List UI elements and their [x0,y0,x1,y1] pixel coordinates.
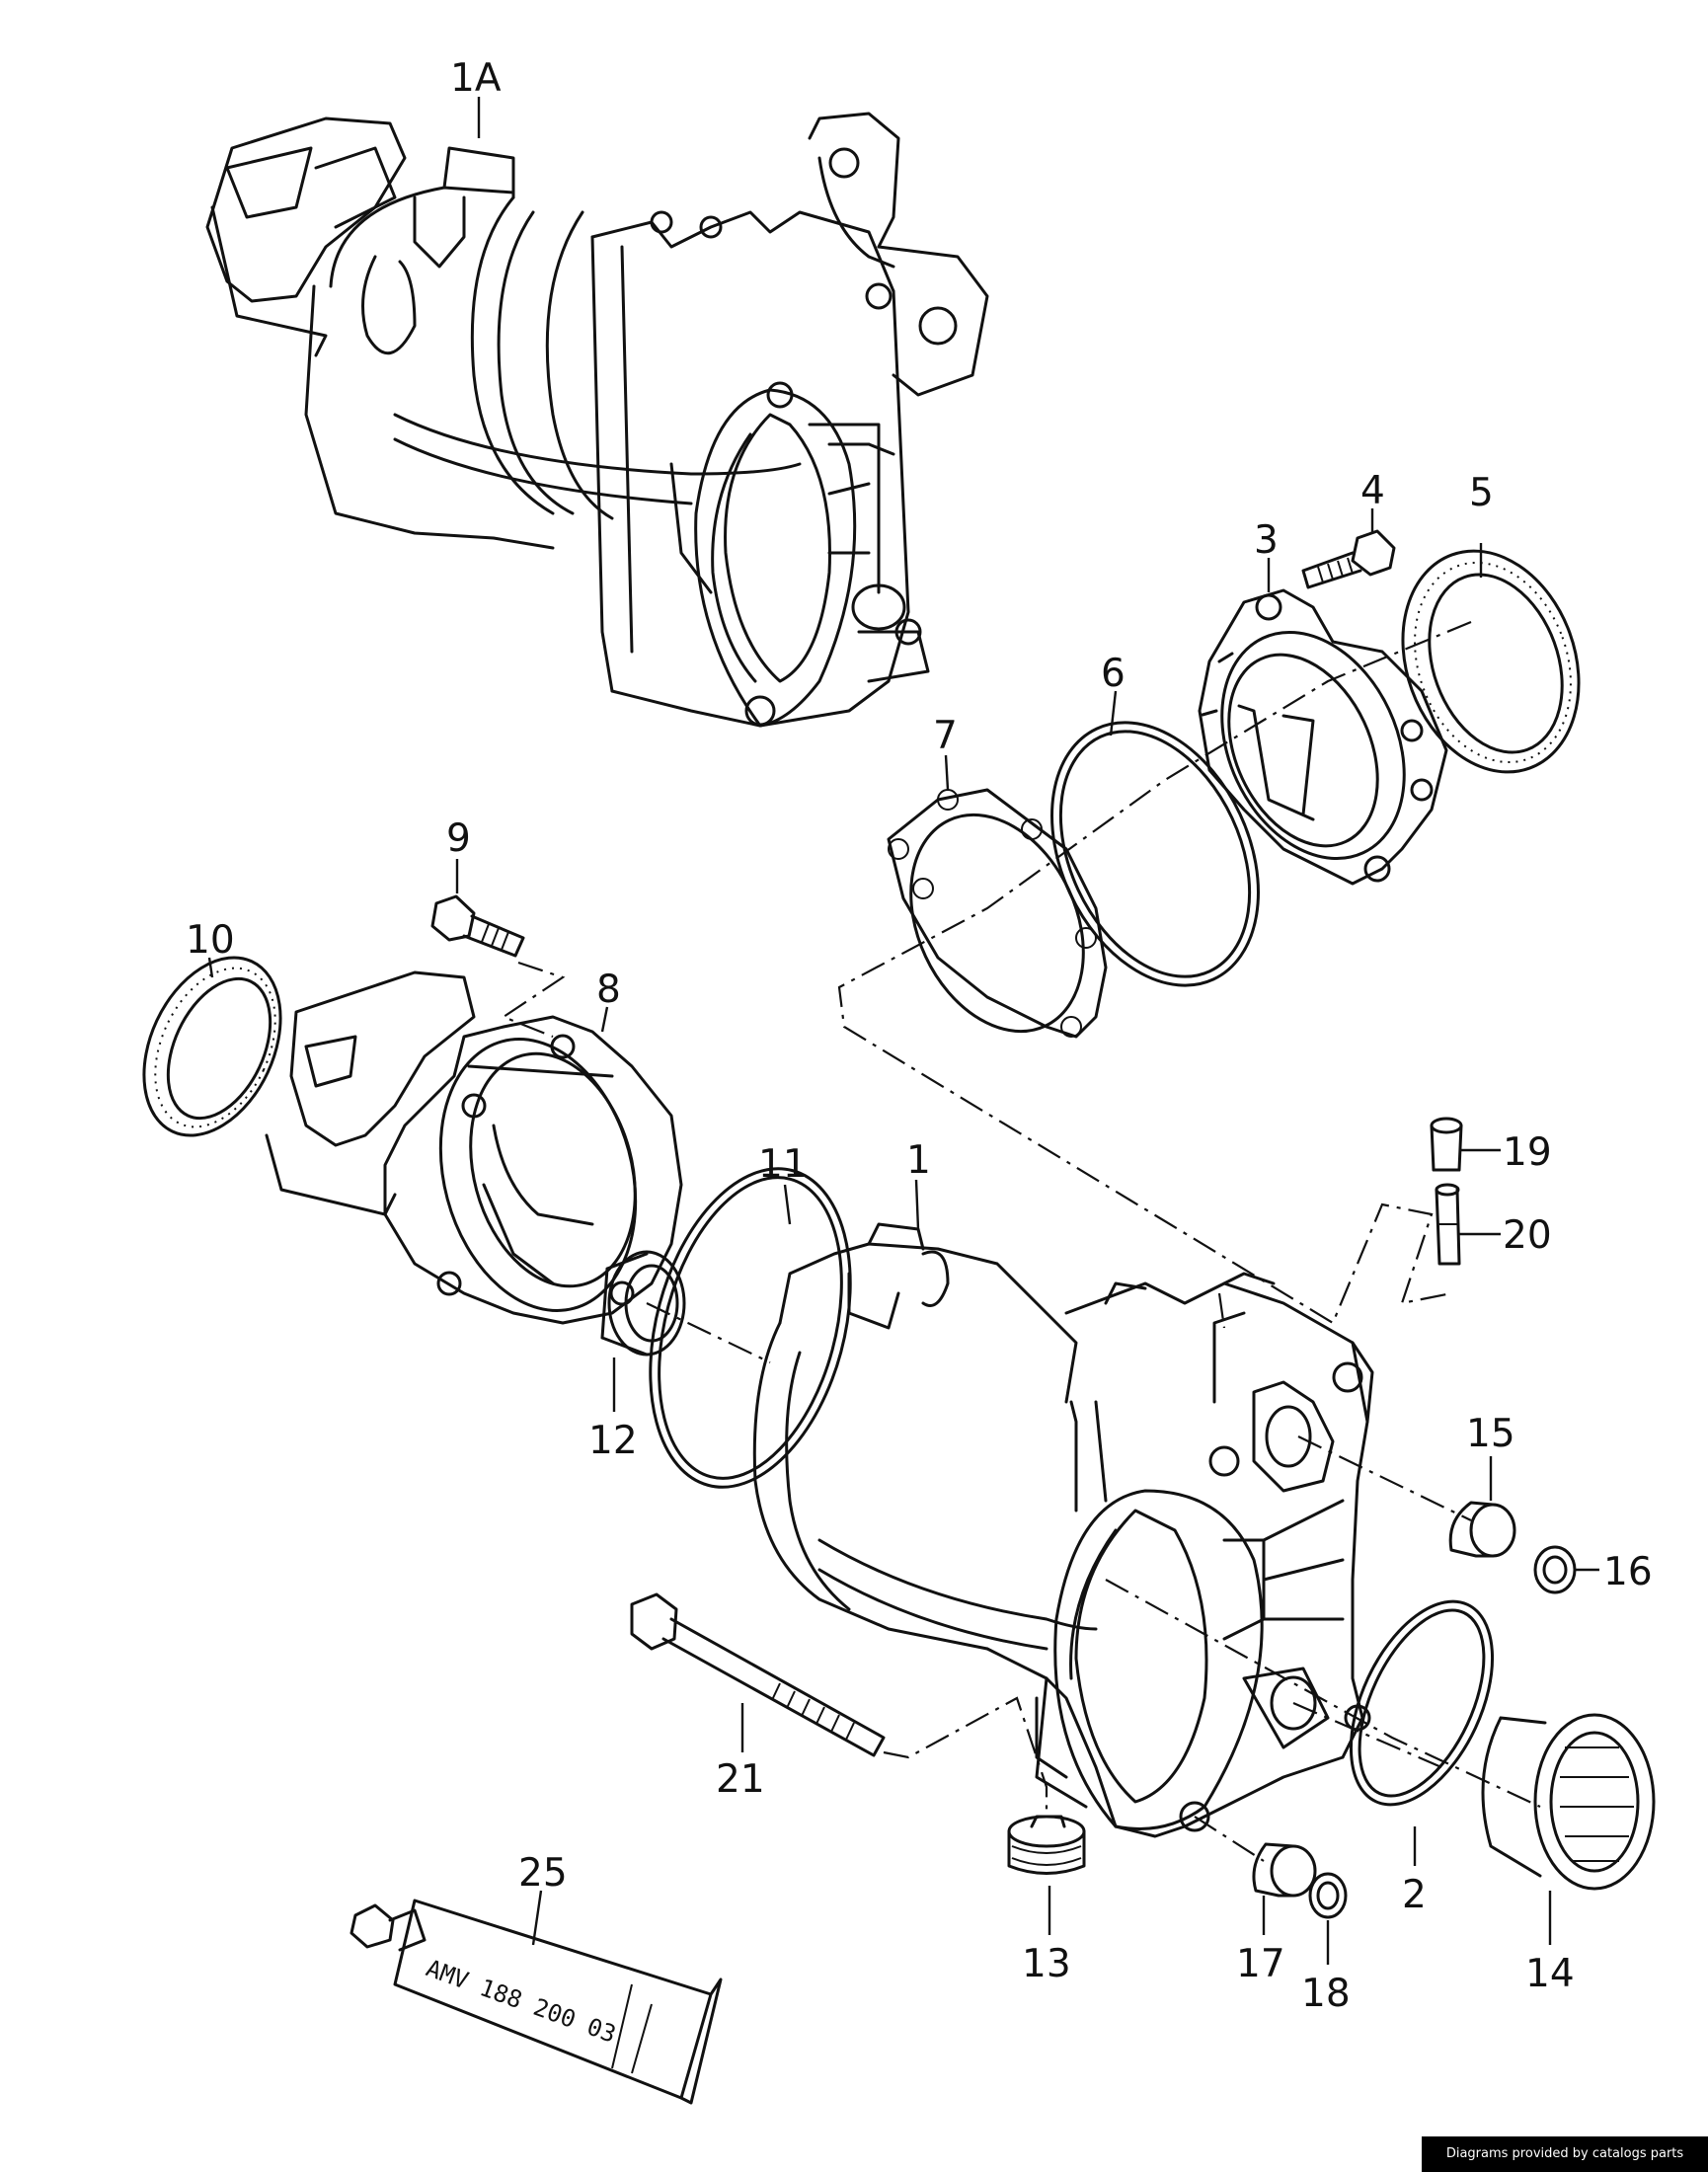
bearing-14-drawing [1481,1713,1656,1891]
callout-8: 8 [596,968,621,1012]
oring-2-drawing [1349,1599,1495,1807]
bolt-21-drawing [630,1592,886,1757]
bolt-9-drawing [430,894,525,958]
carrier-8-drawing [265,970,683,1325]
callout-19: 19 [1503,1130,1552,1175]
seal-10-drawing [142,956,282,1137]
callout-5: 5 [1469,471,1494,515]
bolt-4-drawing [1301,529,1396,589]
callout-3: 3 [1254,518,1279,563]
callout-16: 16 [1603,1550,1653,1594]
leader-lines [207,97,1599,1965]
callout-14: 14 [1525,1952,1575,1996]
callout-labels: 1A 4 5 3 6 7 9 10 8 11 1 19 20 15 16 12 … [186,56,1653,2016]
callout-2: 2 [1402,1873,1427,1917]
washer-18-drawing [1308,1872,1348,1919]
callout-21: 21 [716,1757,765,1802]
callout-25: 25 [518,1851,568,1896]
callout-17: 17 [1236,1942,1285,1986]
callout-7: 7 [933,714,958,758]
bushing-17-drawing [1252,1842,1317,1898]
plug-13-drawing [1007,1815,1086,1875]
callout-1: 1 [906,1138,931,1183]
credit-badge: Diagrams provided by catalogs parts [1422,2136,1708,2172]
callout-9: 9 [446,816,471,861]
bushing-15-drawing [1448,1501,1516,1558]
pin-20-drawing [1435,1183,1461,1266]
housing-1-drawing [752,1222,1374,1838]
callout-15: 15 [1466,1412,1515,1456]
callout-12: 12 [588,1419,638,1463]
callout-11: 11 [758,1142,808,1187]
assembly-lines [501,620,1541,1862]
callout-10: 10 [186,918,235,963]
pin-19-drawing [1430,1117,1463,1172]
washer-16-drawing [1533,1545,1577,1594]
callout-1a: 1A [450,56,502,101]
flange-3-drawing [1198,588,1448,886]
housing-1a-drawing [205,112,989,728]
callout-6: 6 [1101,652,1126,696]
seal-5-drawing [1401,549,1581,774]
oring-11-drawing [649,1167,852,1489]
callout-4: 4 [1360,469,1385,513]
callout-18: 18 [1301,1972,1351,2016]
oring-6-drawing [1050,721,1260,987]
callout-20: 20 [1503,1213,1552,1258]
callout-13: 13 [1022,1942,1071,1986]
gasket-7-drawing [887,788,1108,1039]
